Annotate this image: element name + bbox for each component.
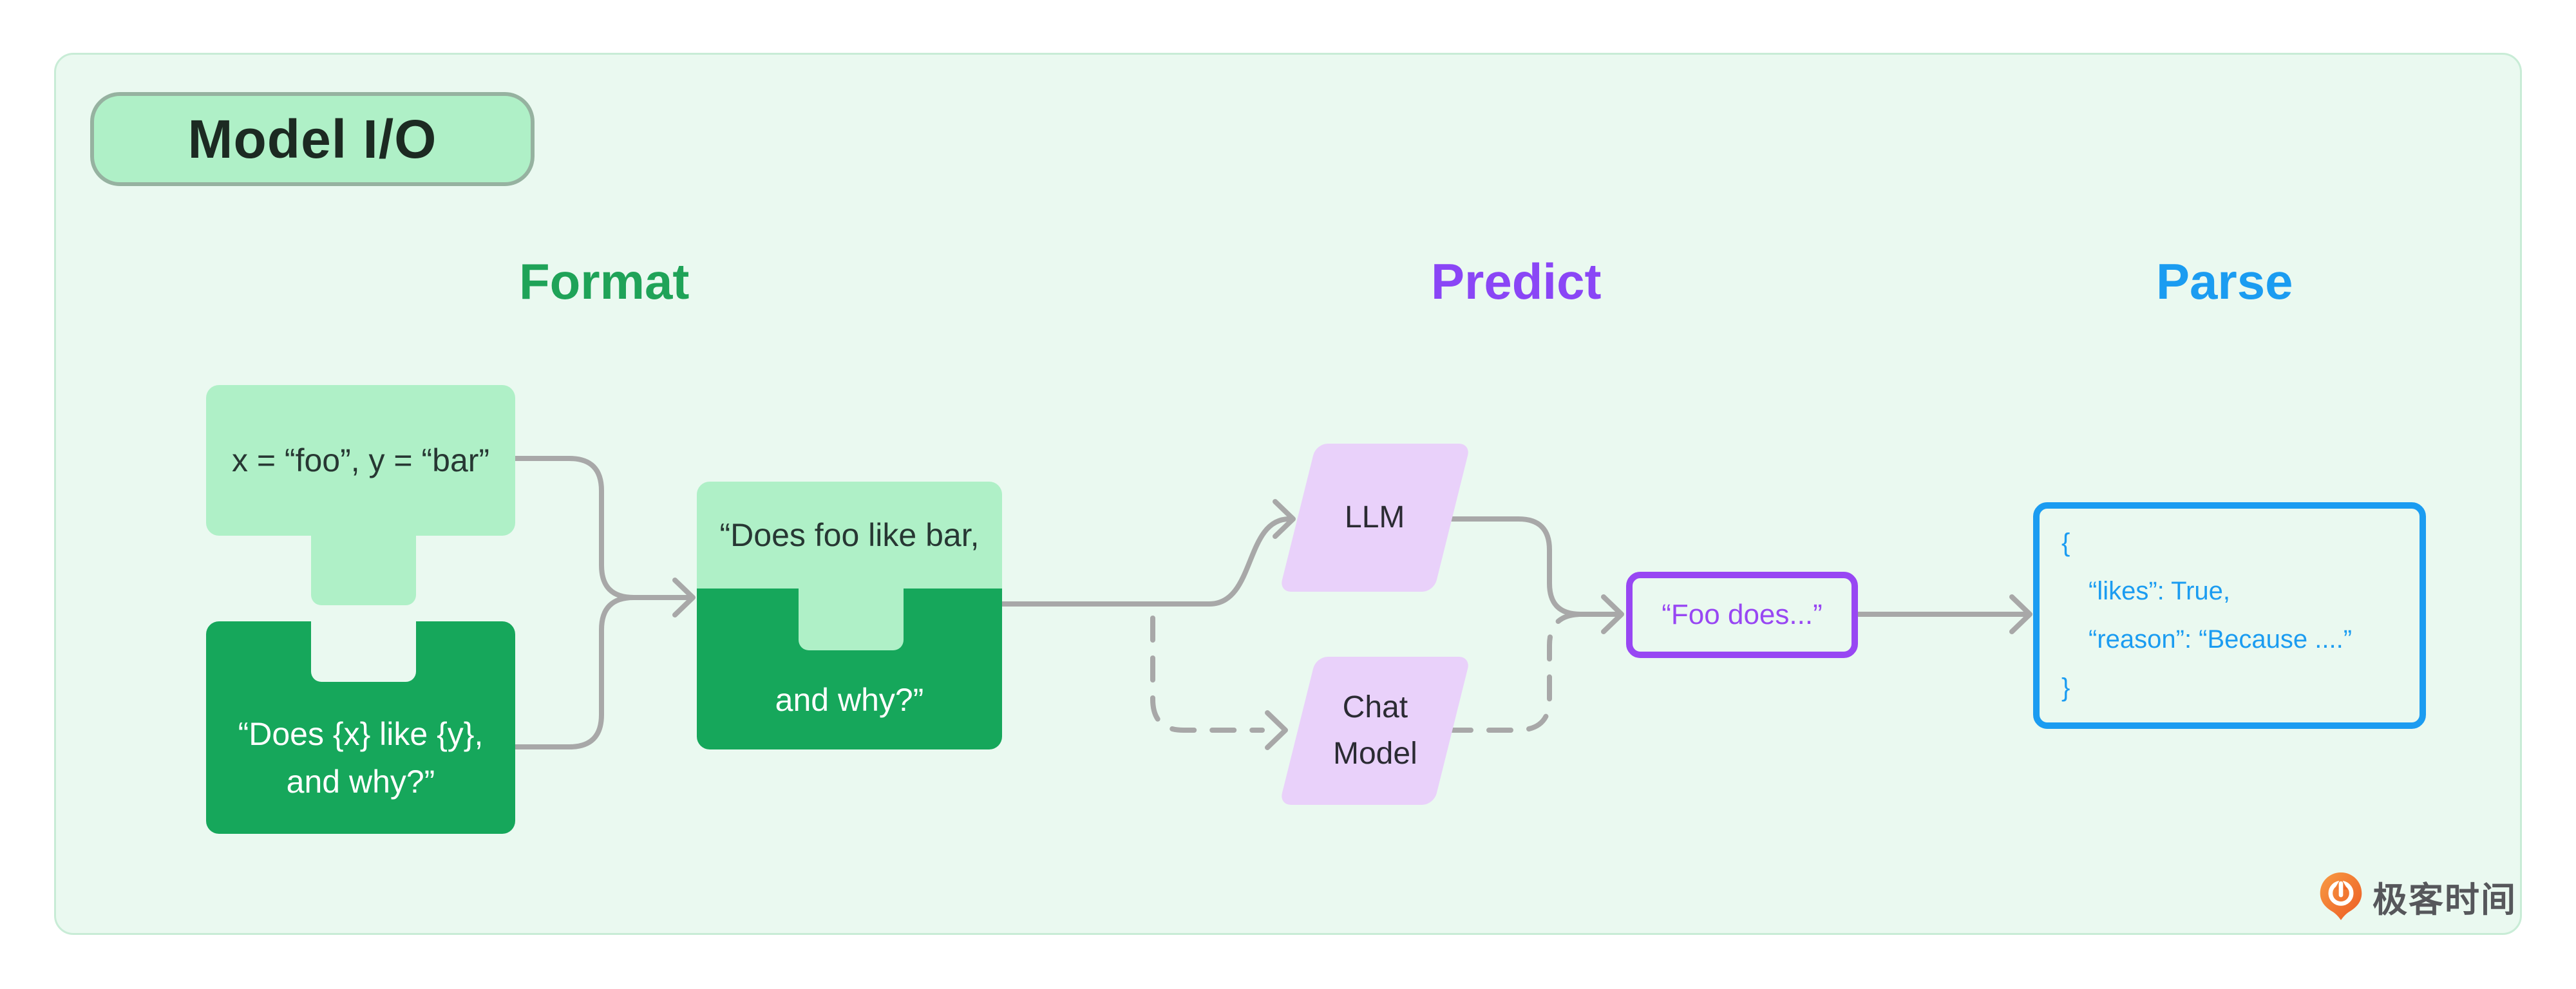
model-output-block: “Foo does...” (1626, 572, 1858, 658)
combined-prompt-plug (799, 589, 904, 650)
column-header-predict: Predict (1431, 253, 1602, 310)
column-header-format: Format (519, 253, 690, 310)
variables-text: x = “foo”, y = “bar” (231, 442, 490, 478)
combined-prompt-top-text: “Does foo like bar, (719, 517, 980, 553)
chat-model-line2: Model (1332, 737, 1417, 771)
geektime-logo-text: 极客时间 (2372, 880, 2517, 919)
geektime-logo: 极客时间 (2318, 871, 2517, 922)
prompt-template-notch (311, 621, 416, 682)
combined-prompt-top: “Does foo like bar, (697, 482, 1002, 589)
combined-prompt-bottom-text: and why?” (775, 682, 924, 718)
column-header-parse: Parse (2156, 253, 2293, 310)
geektime-logo-icon (2320, 872, 2362, 921)
model-io-badge-label: Model I/O (187, 108, 437, 169)
parse-json-line: “likes”: True, (2088, 577, 2231, 605)
variables-block-tab (311, 536, 416, 605)
chat-model-label: Chat Model (1333, 684, 1417, 777)
model-output-text: “Foo does...” (1662, 599, 1823, 630)
parse-json-line: { (2061, 529, 2070, 557)
prompt-template-line2: and why?” (286, 764, 435, 800)
chat-model-line1: Chat (1342, 690, 1408, 724)
parse-json-line: “reason”: “Because ....” (2088, 625, 2353, 654)
llm-label: LLM (1345, 500, 1405, 534)
prompt-template-line1: “Does {x} like {y}, (238, 716, 484, 752)
parse-json-line: } (2061, 673, 2070, 702)
prompt-template-text: “Does {x} like {y}, and why?” (206, 682, 515, 834)
variables-block: x = “foo”, y = “bar” (206, 385, 515, 536)
model-io-badge: Model I/O (90, 92, 535, 186)
parsed-output-block: { “likes”: True, “reason”: “Because ....… (2033, 502, 2426, 729)
